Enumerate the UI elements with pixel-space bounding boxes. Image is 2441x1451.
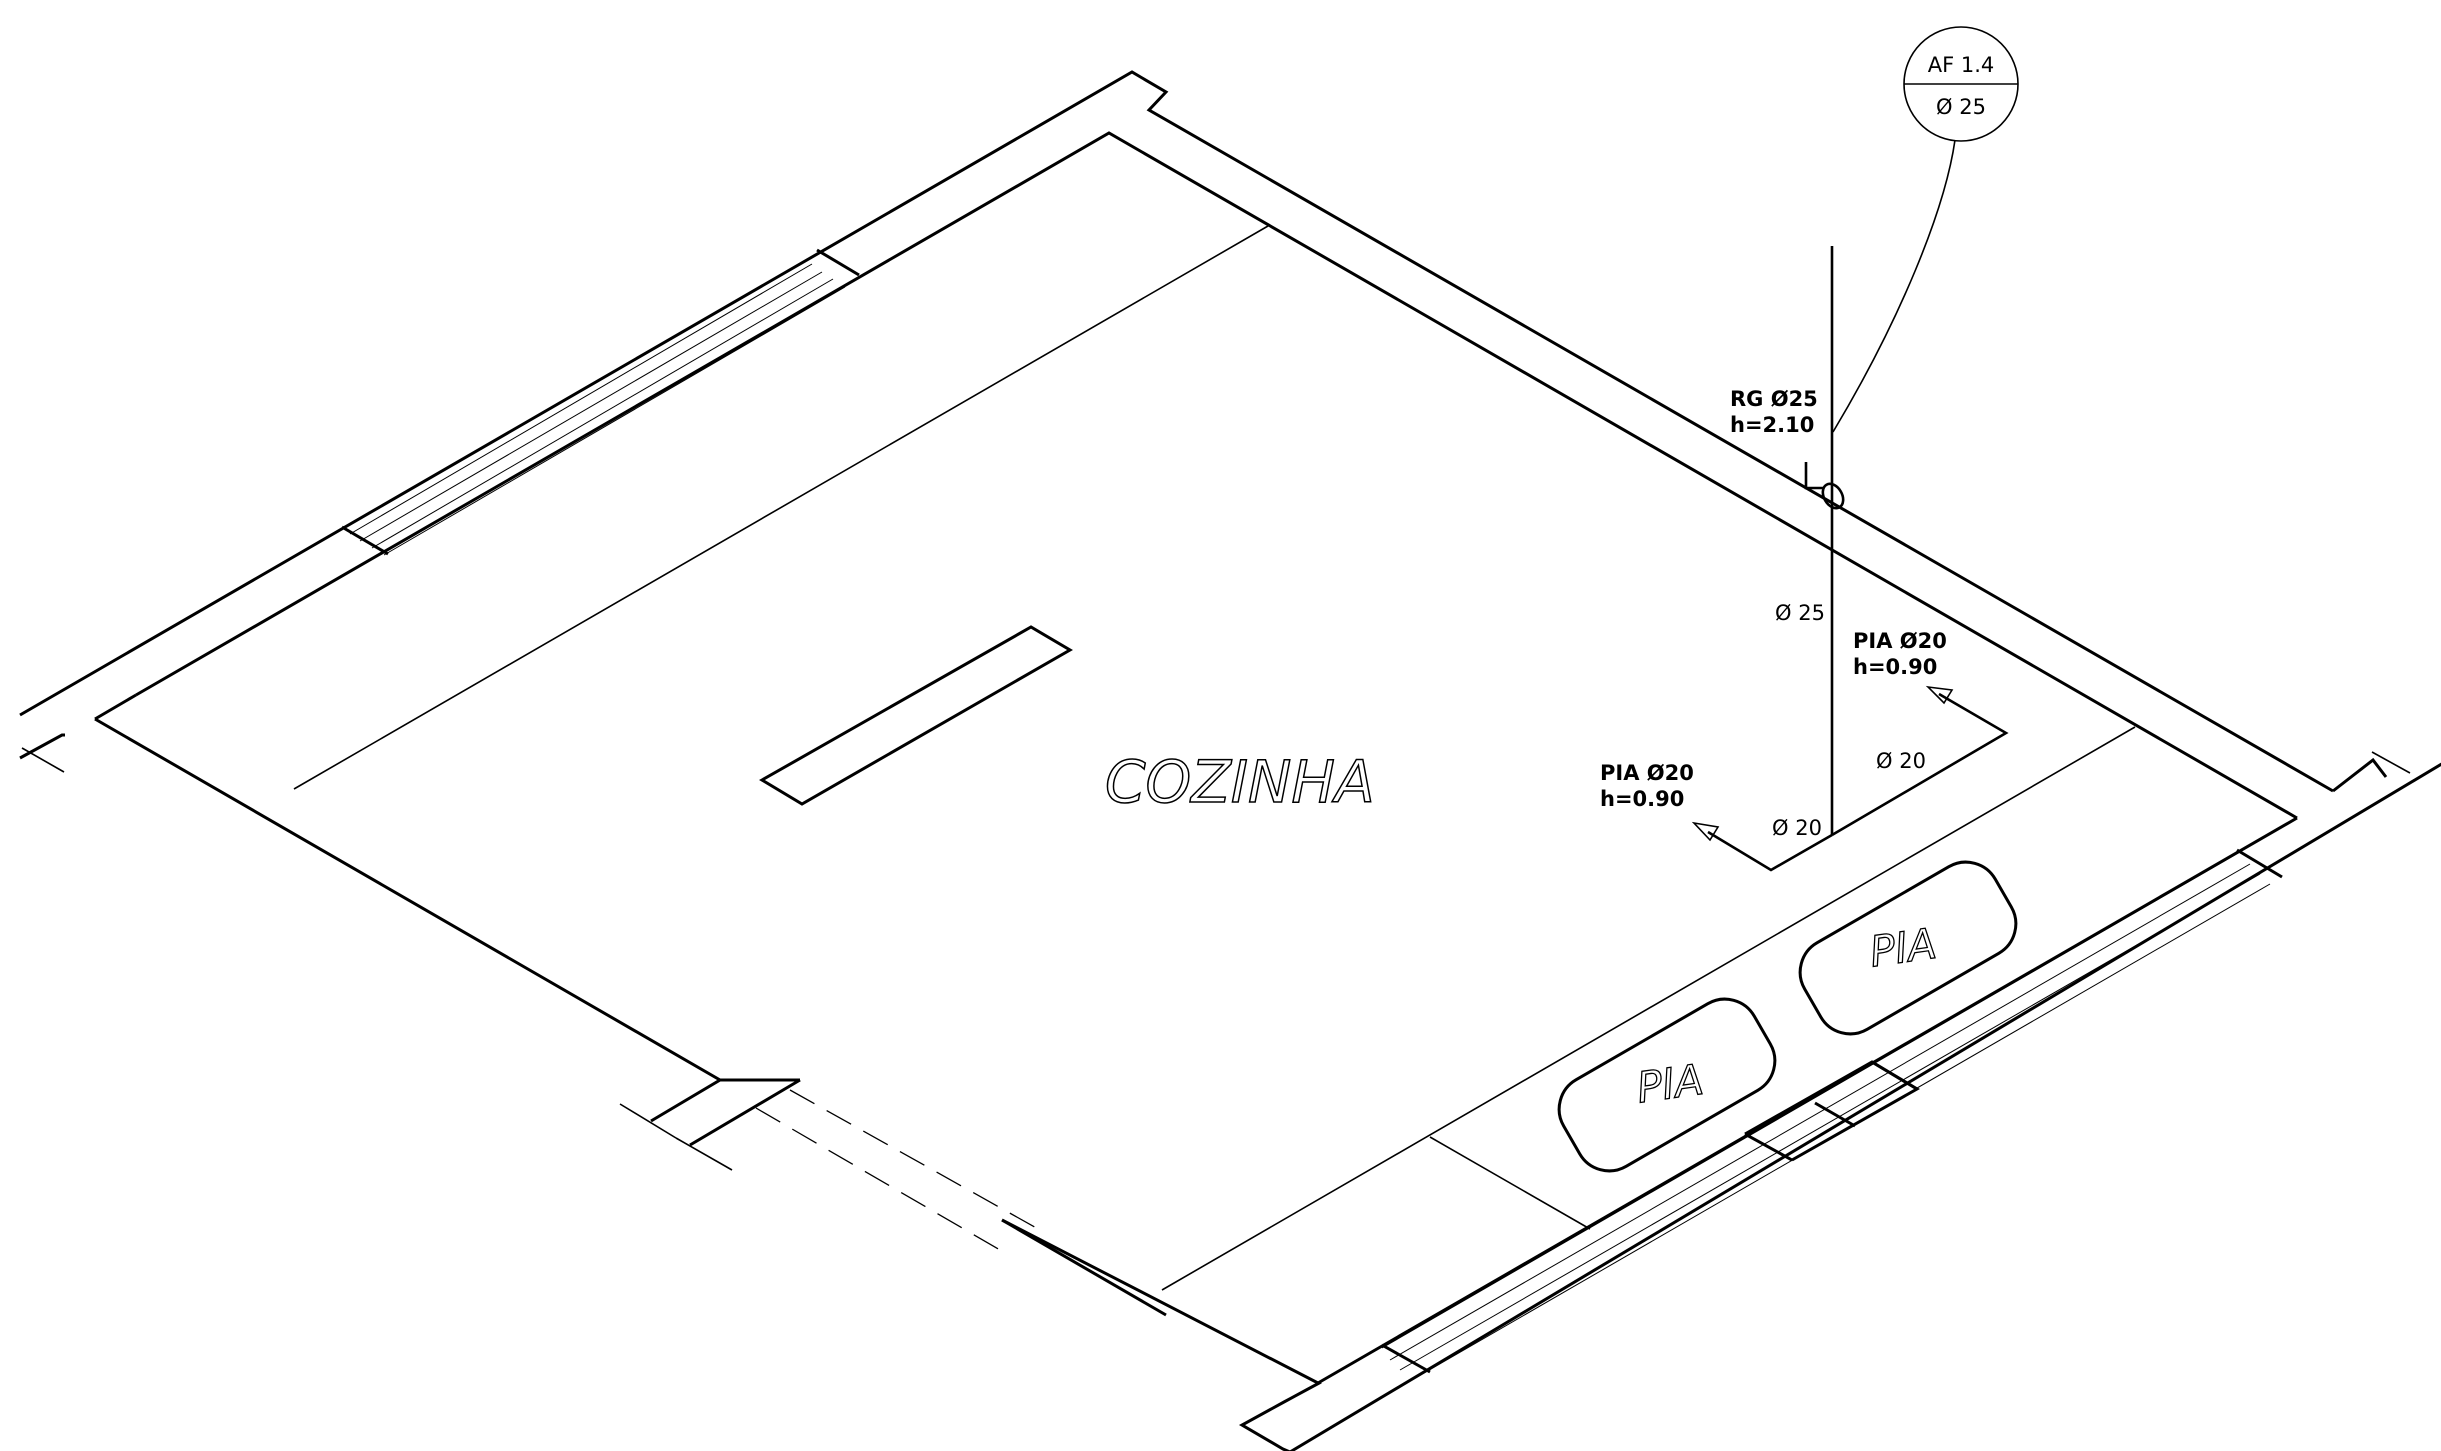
inner-wall-left bbox=[94, 693, 137, 721]
counter-line-right bbox=[1161, 726, 2136, 1291]
room-label: COZINHA bbox=[1105, 748, 1375, 816]
left-wall-door-side bbox=[689, 1078, 801, 1147]
outer-wall-bottom-end bbox=[1238, 1380, 1322, 1451]
branch-pipe-right bbox=[1831, 692, 2009, 837]
window-top-line-1 bbox=[349, 263, 813, 535]
bubble-bottom-text: Ø 25 bbox=[1936, 95, 1986, 119]
sink-outline-2 bbox=[1557, 997, 1777, 1173]
wall-end-left-door-b bbox=[675, 1137, 733, 1171]
inner-wall-bottom-seg bbox=[1001, 1218, 1167, 1317]
window-right-line-3 bbox=[1399, 873, 2261, 1371]
door-dash-2 bbox=[755, 1107, 1001, 1251]
valve-handle-icon bbox=[1804, 462, 1824, 490]
window-right-line-2 bbox=[1389, 863, 2251, 1361]
inner-wall-bottom bbox=[1001, 1218, 1319, 1385]
central-island bbox=[759, 625, 1073, 806]
door-dash-1 bbox=[789, 1089, 1041, 1231]
window-jamb-right-d bbox=[1381, 1343, 1431, 1374]
window-box-mid bbox=[1814, 1101, 1856, 1128]
outer-wall-right bbox=[1289, 762, 2441, 1451]
pia-right-label-line1: PIA Ø20 bbox=[1853, 629, 1947, 653]
branch-arrow-right bbox=[1925, 685, 1954, 705]
sink-outline-1 bbox=[1798, 860, 2018, 1036]
wall-end-left-door-a bbox=[619, 1103, 677, 1139]
sink-label-1: PIA bbox=[1867, 919, 1940, 977]
window-top-line-3 bbox=[371, 278, 834, 549]
window-top-line-4 bbox=[383, 286, 846, 556]
sink-label-2: PIA bbox=[1634, 1055, 1707, 1113]
branch-right-diameter: Ø 20 bbox=[1876, 749, 1926, 773]
window-jamb-right-c bbox=[1744, 1132, 1793, 1162]
left-wall-lower bbox=[94, 717, 723, 1123]
outer-wall-top bbox=[19, 70, 2334, 793]
wall-end-left-a bbox=[21, 747, 65, 773]
branch-left-diameter: Ø 20 bbox=[1772, 816, 1822, 840]
pia-right-label-line2: h=0.90 bbox=[1853, 655, 1937, 679]
outer-wall-right-end bbox=[2332, 757, 2388, 793]
riser-diameter: Ø 25 bbox=[1775, 601, 1825, 625]
counter-line-top bbox=[293, 225, 1269, 790]
bubble-top-text: AF 1.4 bbox=[1928, 53, 1995, 77]
pia-left-label-line2: h=0.90 bbox=[1600, 787, 1684, 811]
outer-wall-left-end bbox=[19, 733, 65, 760]
inner-wall-top-left bbox=[135, 131, 2298, 820]
inner-wall-right bbox=[1317, 816, 2298, 1385]
counter-divider bbox=[1429, 1136, 1591, 1230]
bubble-leader bbox=[1832, 139, 1956, 433]
window-jamb-right-a bbox=[2236, 848, 2283, 879]
window-right-line-1 bbox=[1381, 851, 2241, 1349]
window-top-line-2 bbox=[359, 271, 823, 542]
pia-left-label-line1: PIA Ø20 bbox=[1600, 761, 1694, 785]
valve-icon bbox=[1821, 482, 1845, 510]
valve-label-line2: h=2.10 bbox=[1730, 413, 1814, 437]
window-jamb-top-a bbox=[816, 248, 860, 277]
window-jamb-top-b bbox=[341, 525, 389, 556]
branch-arrow-left bbox=[1691, 821, 1720, 842]
branch-pipe-left bbox=[1707, 830, 1833, 872]
valve-label-line1: RG Ø25 bbox=[1730, 387, 1818, 411]
wall-end-right-a bbox=[2371, 751, 2411, 774]
